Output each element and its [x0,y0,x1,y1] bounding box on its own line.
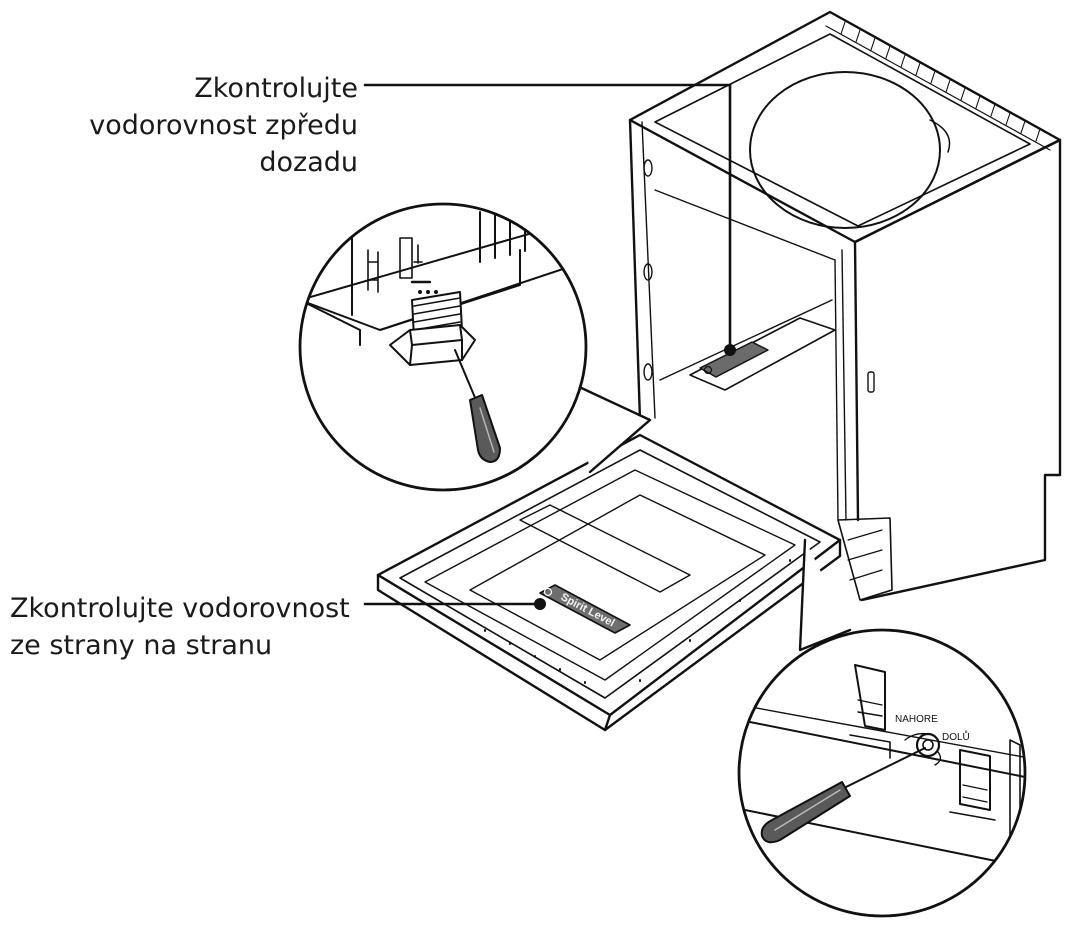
label-down: DOLŮ [942,730,970,743]
dishwasher-door [376,433,842,732]
leader-dot-side-side [534,598,546,610]
leader-lines [363,83,732,606]
bottom-detail-magnifier [737,538,1027,918]
spirit-level [539,584,631,634]
callout-front-back-line3: dozadu [259,147,358,178]
spirit-level-text: Spirit Level [559,591,617,629]
callout-side-side-line2: ze strany na stranu [10,630,273,661]
callout-side-side-line1: Zkontrolujte vodorovnost [10,593,350,624]
callout-side-side: Zkontrolujte vodorovnost ze strany na st… [10,590,350,664]
leader-dot-front-back [724,344,736,356]
top-detail-magnifier [298,202,652,492]
dishwasher-body [628,10,1062,602]
callout-front-back: Zkontrolujte vodorovnost zpředu dozadu [89,70,358,181]
callout-front-back-line1: Zkontrolujte [194,73,358,104]
callout-front-back-line2: vodorovnost zpředu [89,110,358,141]
label-up: NAHORE [895,714,938,725]
